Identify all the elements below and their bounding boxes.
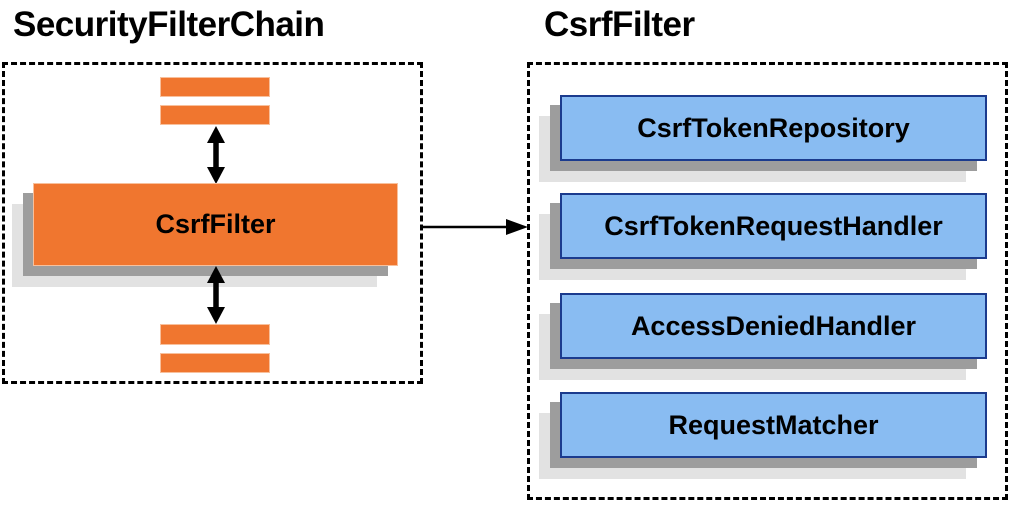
component-box-csrf-token-repository: CsrfTokenRepository <box>560 95 987 161</box>
csrf-filter-title: CsrfFilter <box>544 5 695 44</box>
filter-placeholder-bar <box>160 353 270 373</box>
filter-placeholder-bar <box>160 324 270 345</box>
filter-placeholder-bar <box>160 77 270 97</box>
csrf-filter-node: CsrfFilter <box>33 183 398 266</box>
component-box-csrf-token-request-handler: CsrfTokenRequestHandler <box>560 193 987 259</box>
component-label: AccessDeniedHandler <box>630 310 917 341</box>
right-arrow-icon <box>423 216 528 238</box>
component-label: CsrfTokenRepository <box>637 112 910 143</box>
security-filter-chain-panel: CsrfFilter <box>2 62 423 384</box>
component-label: RequestMatcher <box>668 409 879 440</box>
component-label: CsrfTokenRequestHandler <box>604 210 943 241</box>
double-headed-arrow-icon <box>203 126 229 184</box>
component-box-access-denied-handler: AccessDeniedHandler <box>560 293 987 359</box>
component-box-request-matcher: RequestMatcher <box>560 392 987 458</box>
double-headed-arrow-icon <box>203 266 229 324</box>
csrf-filter-node-label: CsrfFilter <box>155 209 276 239</box>
csrf-filter-components-panel: CsrfTokenRepository CsrfTokenRequestHand… <box>527 62 1008 500</box>
security-filter-chain-title: SecurityFilterChain <box>13 5 325 44</box>
filter-placeholder-bar <box>160 105 270 125</box>
